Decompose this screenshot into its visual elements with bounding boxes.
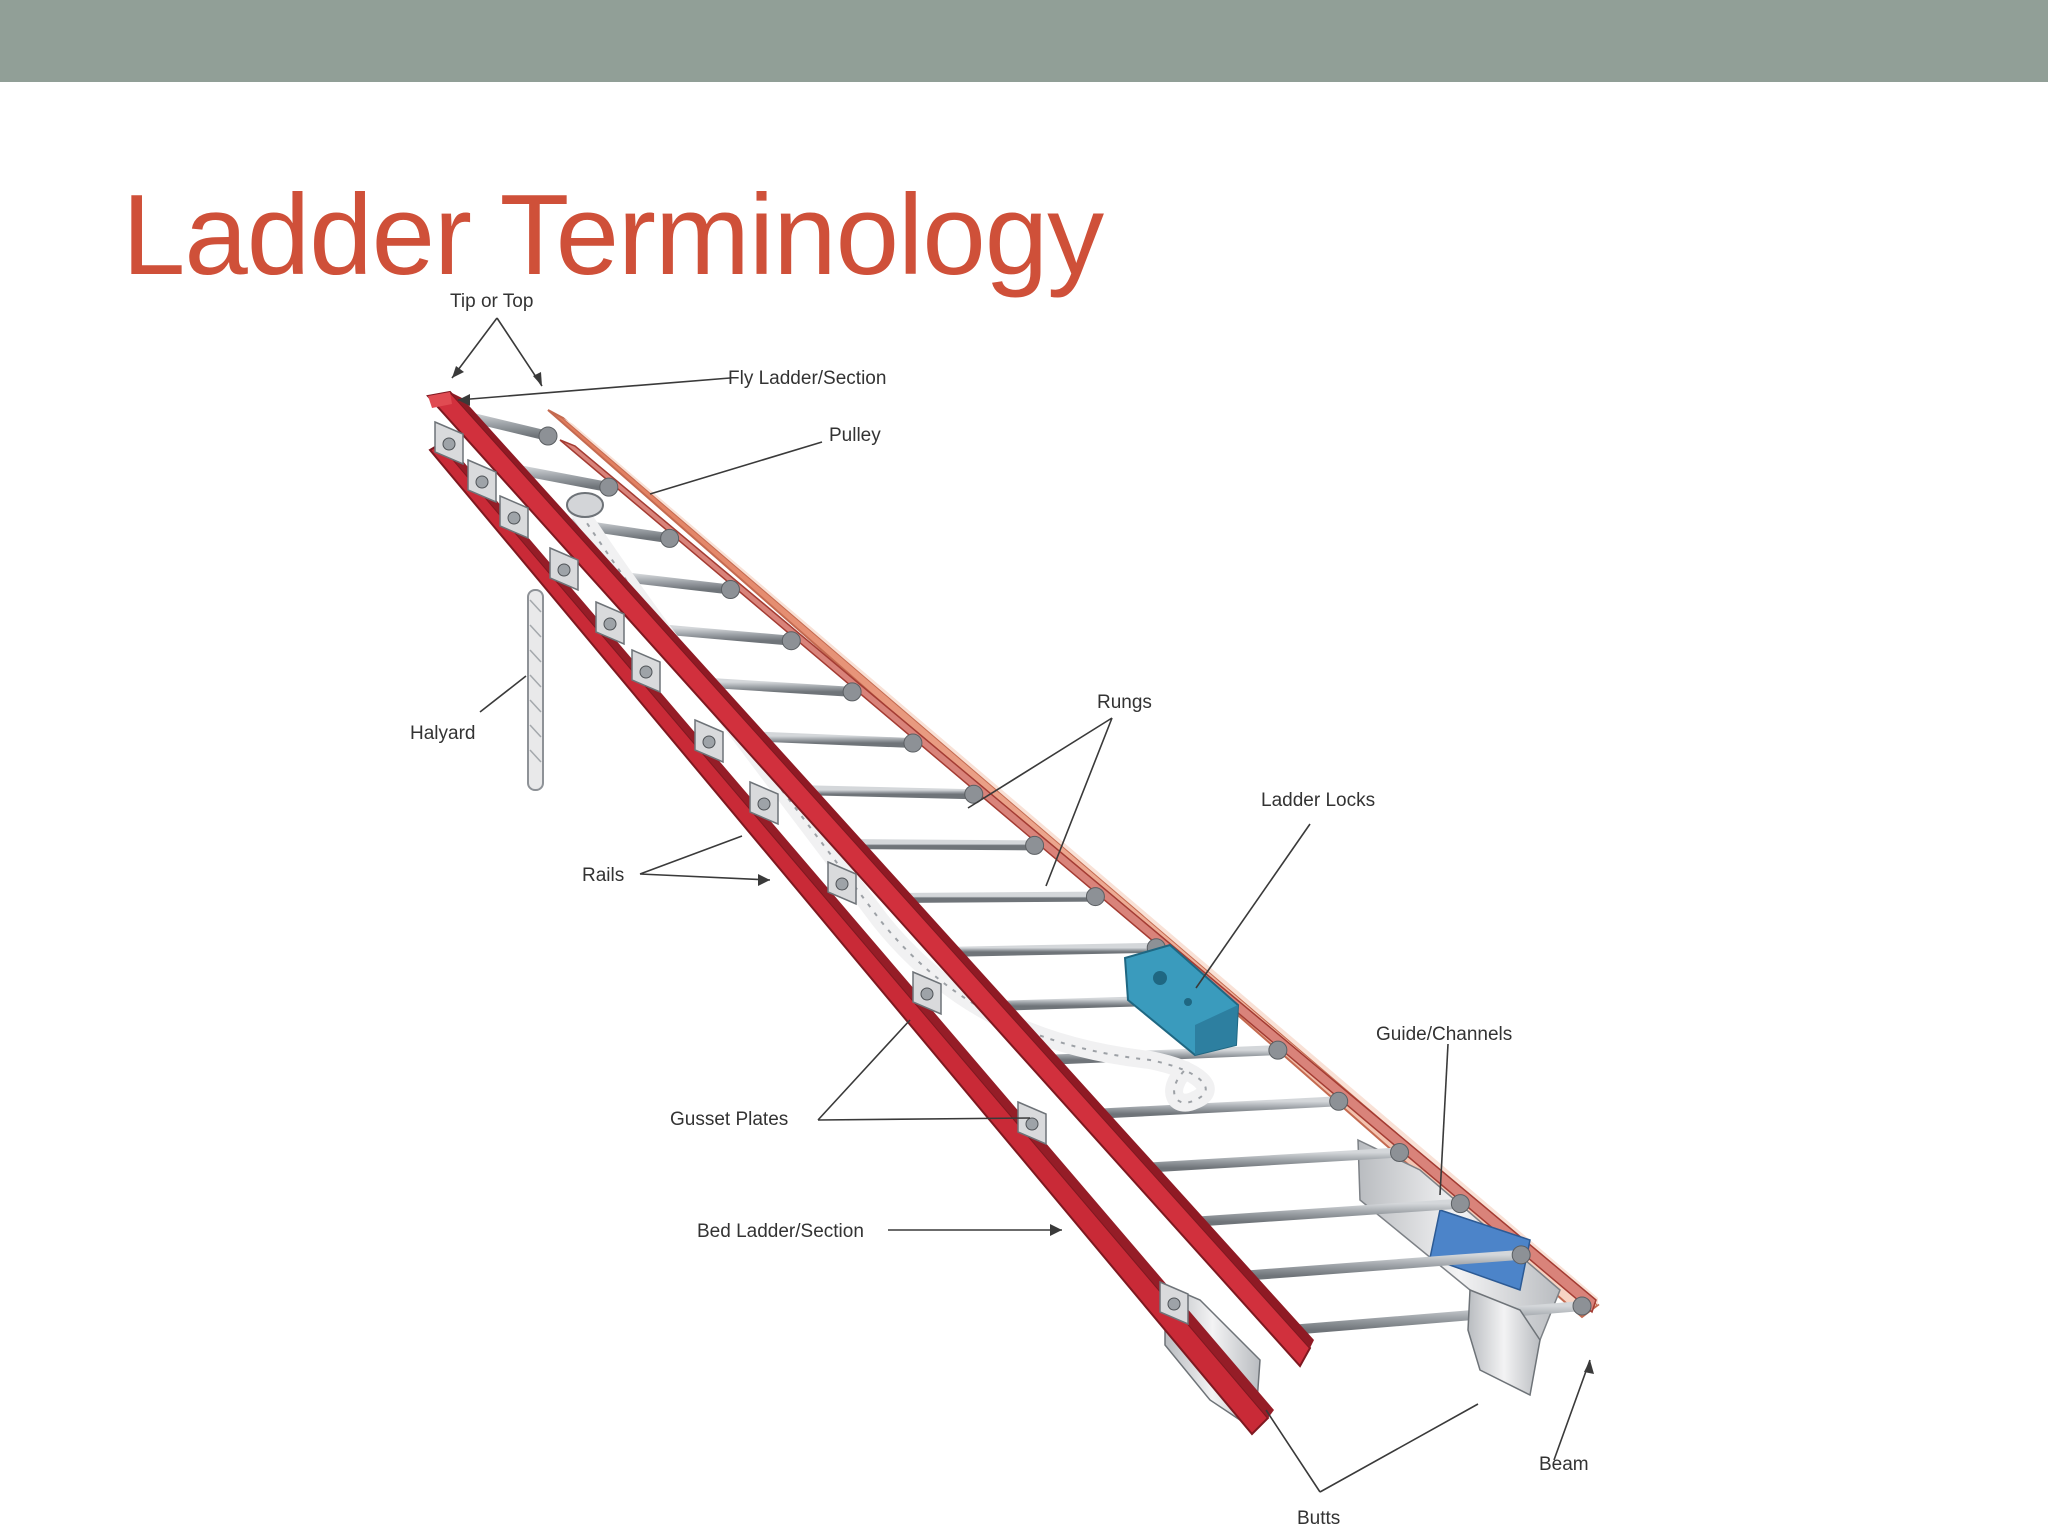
label-rails: Rails [582,865,625,886]
rung [1235,1249,1527,1281]
rung-end-cap [1329,1091,1349,1111]
rung [1086,1096,1344,1119]
leader-lines [451,317,1591,1493]
gusset-bolt [1025,1117,1039,1131]
slide-title: Ladder Terminology [122,172,1104,299]
gusset-bolt [757,797,771,811]
label-pulley: Pulley [829,425,881,446]
gusset-bolt [835,877,849,891]
rung [1185,1198,1466,1227]
gusset-plates [434,420,1189,1326]
rung-end-cap [1268,1040,1288,1060]
rung-end-cap [1085,887,1105,907]
rung-end-cap [599,477,619,497]
rung-end-cap [1450,1194,1470,1214]
gusset-bolt [639,665,653,679]
label-bed-ladder-section: Bed Ladder/Section [697,1221,864,1242]
rung [888,891,1101,903]
label-butts: Butts [1297,1508,1341,1529]
label-halyard: Halyard [410,723,476,744]
rung [1136,1147,1405,1173]
rung [839,839,1040,851]
rung [1285,1301,1587,1335]
rung [740,731,918,749]
rung-end-cap [842,682,862,702]
gusset-bolt [702,735,716,749]
ladder-locks [1123,943,1240,1057]
rung-end-cap [964,784,984,804]
label-guide-channels: Guide/Channels [1376,1024,1513,1045]
gusset-bolt [475,475,489,489]
gusset-bolt [1167,1297,1181,1311]
rung-end-cap [1390,1142,1410,1162]
label-ladder-locks: Ladder Locks [1261,790,1376,811]
label-rungs: Rungs [1097,692,1152,713]
fly-rail-left [426,390,1314,1368]
bed-rail-left [428,442,1274,1436]
rung-end-cap [781,631,801,651]
rung-end-cap [1572,1296,1592,1316]
label-fly-ladder-section: Fly Ladder/Section [728,368,887,389]
rung-end-cap [660,528,680,548]
rung-end-cap [538,426,558,446]
gusset-bolt [442,437,456,451]
pulley [566,492,604,518]
rung-end-cap [720,580,740,600]
label-tip-or-top: Tip or Top [450,291,534,312]
rung [938,942,1162,957]
top-bar [0,0,2048,82]
label-gusset-plates: Gusset Plates [670,1109,789,1130]
gusset-bolt [557,563,571,577]
rung [690,677,858,697]
halyard-along-ladder [566,496,1215,1112]
leader-arrowheads [452,366,1594,1374]
rung-end-cap [1025,835,1045,855]
rung-end-cap [1511,1245,1531,1265]
gusset-bolt [507,511,521,525]
rung [789,785,979,800]
halyard-rope [527,589,544,791]
rung-end-cap [903,733,923,753]
label-beam: Beam [1539,1454,1589,1475]
gusset-bolt [920,987,934,1001]
gusset-bolt [603,617,617,631]
